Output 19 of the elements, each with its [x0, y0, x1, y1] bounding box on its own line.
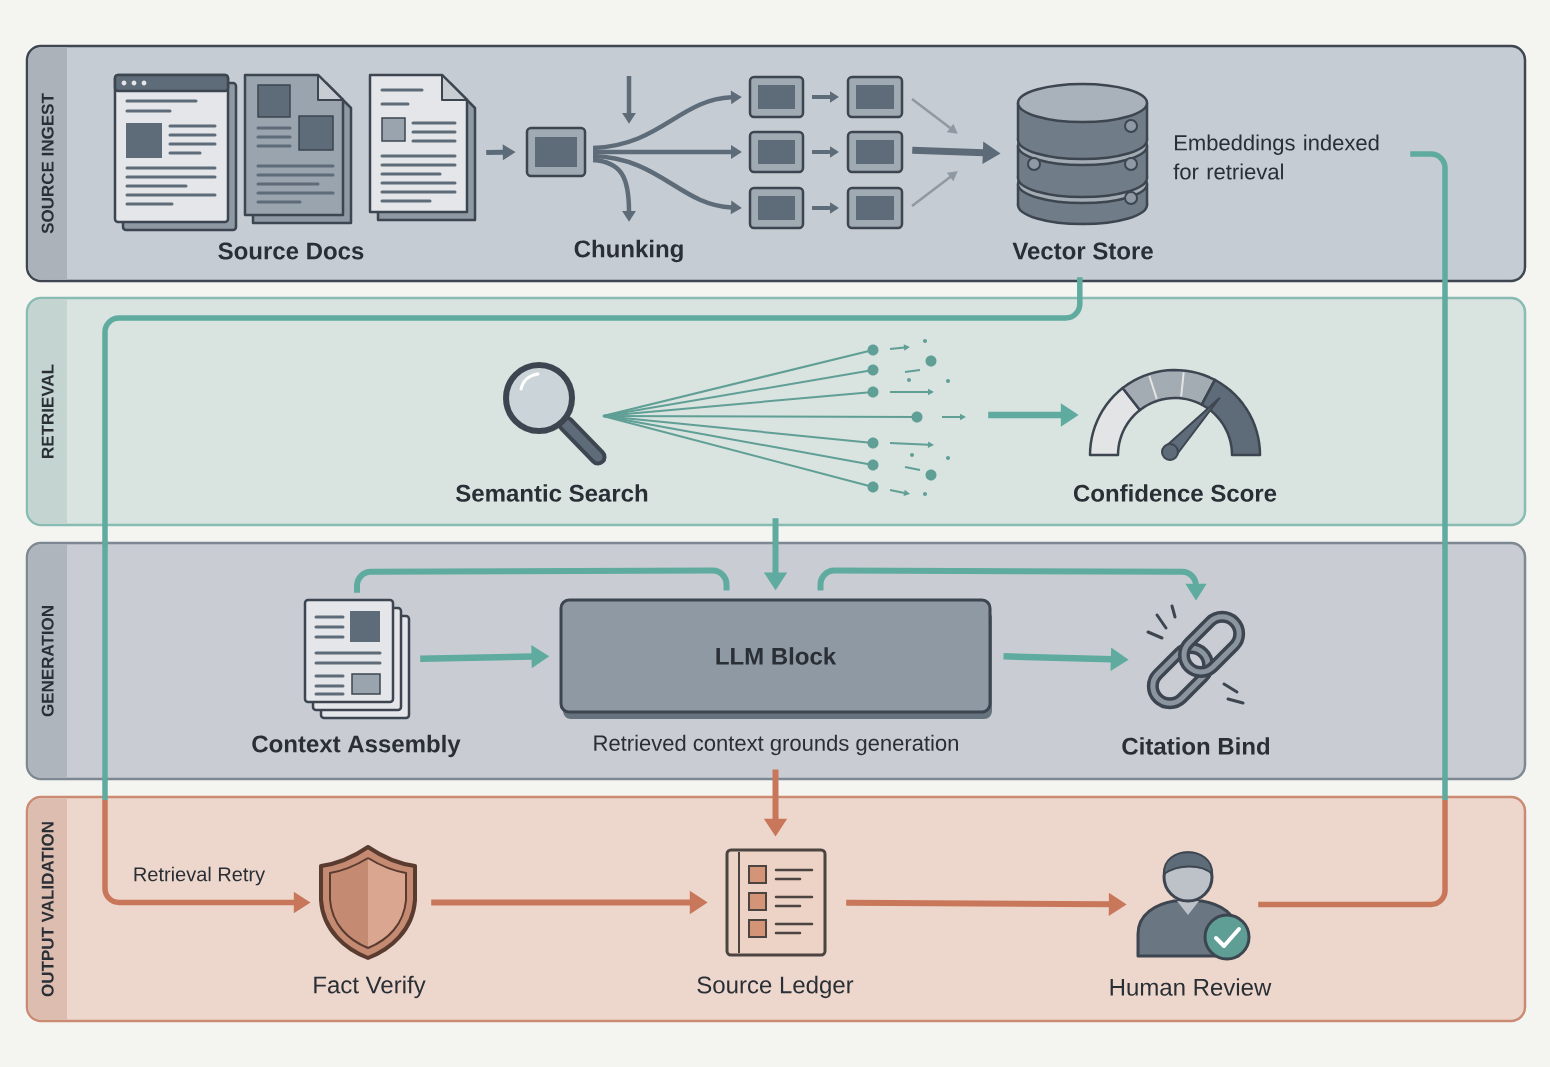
lane-header: SOURCE INGEST [28, 47, 67, 280]
node-label: Citation Bind [1122, 737, 1270, 755]
node-label: Human Review [1110, 978, 1272, 996]
node-label: Context Assembly [252, 734, 461, 758]
process-box: LLM Block [559, 598, 992, 719]
node-label: Chunking [574, 239, 683, 263]
note-text: Embeddings indexed for retrieval [1173, 134, 1379, 180]
edge-label: Retrieval Retry [130, 864, 268, 888]
lane-header: RETRIEVAL [28, 299, 67, 524]
node-label: Semantic Search [456, 484, 648, 502]
node-label: Vector Store [1012, 242, 1153, 260]
lane-header: GENERATION [28, 544, 67, 778]
note-text: Retrieved context grounds generation [594, 734, 958, 756]
node-label: Confidence Score [1074, 484, 1277, 502]
lane-header: OUTPUT VALIDATION [28, 798, 67, 1020]
connector-line [1258, 151, 1448, 908]
node-label: Source Ledger [697, 975, 854, 999]
node-label: Source Docs [218, 242, 364, 260]
node-label: Fact Verify [314, 975, 426, 999]
